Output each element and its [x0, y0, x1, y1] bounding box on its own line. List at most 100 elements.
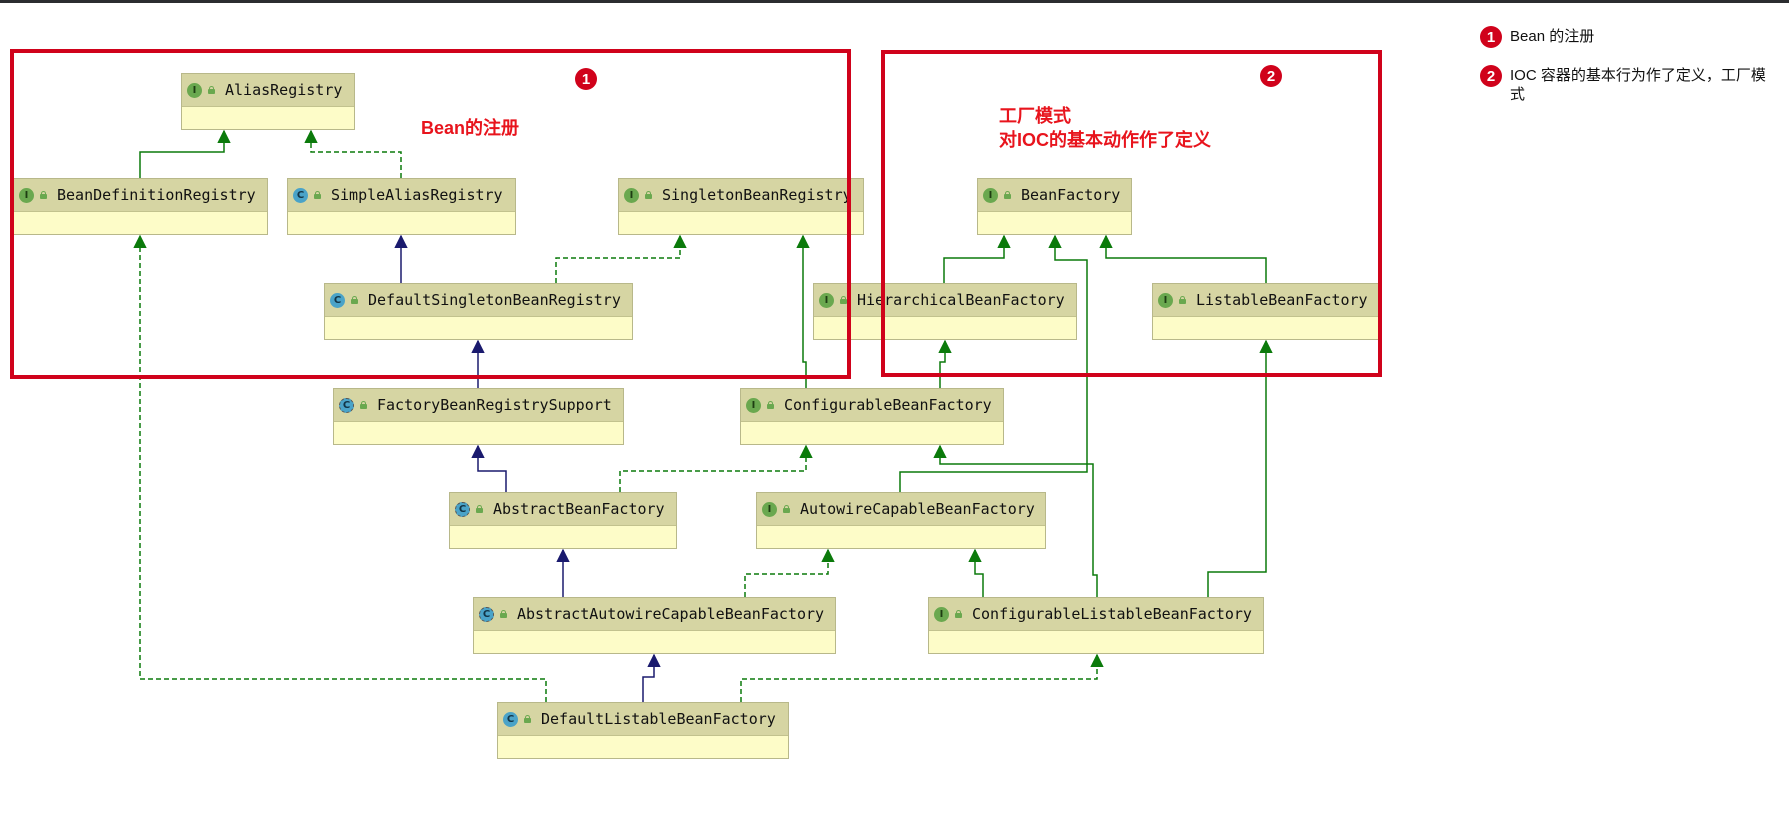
class-node-header: I BeanFactory [978, 179, 1131, 212]
class-node-label: BeanFactory [1021, 186, 1121, 204]
public-visibility-icon [475, 504, 484, 514]
public-visibility-icon [1178, 295, 1187, 305]
public-visibility-icon [782, 504, 791, 514]
class-node-label: DefaultSingletonBeanRegistry [368, 291, 621, 309]
edge-extends-interface [1207, 339, 1273, 597]
class-node-header: I ListableBeanFactory [1153, 284, 1379, 317]
public-visibility-icon [523, 714, 532, 724]
class-node-body [741, 422, 1003, 444]
class-node-body [757, 526, 1045, 548]
interface-icon: I [762, 501, 777, 517]
public-visibility-icon [313, 190, 322, 200]
public-visibility-icon [350, 295, 359, 305]
legend-item-1: 1 Bean 的注册 [1480, 26, 1770, 48]
edge-implements [555, 234, 687, 283]
group-marker-2: 2 [1260, 65, 1282, 87]
group-box-factory-pattern [881, 50, 1382, 377]
class-node-label: AbstractAutowireCapableBeanFactory [517, 605, 825, 623]
class-node-label: SimpleAliasRegistry [331, 186, 503, 204]
class-node-label: DefaultListableBeanFactory [541, 710, 776, 728]
group-marker-1: 1 [575, 68, 597, 90]
class-node[interactable]: I AliasRegistry [181, 73, 355, 130]
class-node[interactable]: C AbstractBeanFactory [449, 492, 677, 549]
class-node-label: AutowireCapableBeanFactory [800, 500, 1035, 518]
legend-text-2: IOC 容器的基本行为作了定义，工厂模式 [1510, 67, 1766, 103]
class-node-label: HierarchicalBeanFactory [857, 291, 1065, 309]
edge-extends-class [471, 444, 507, 492]
class-node-header: I ConfigurableListableBeanFactory [929, 598, 1263, 631]
class-node-header: I BeanDefinitionRegistry [14, 179, 267, 212]
class-node-label: ListableBeanFactory [1196, 291, 1368, 309]
class-node-label: AliasRegistry [225, 81, 343, 99]
public-visibility-icon [359, 400, 368, 410]
annotation-line: Bean的注册 [421, 118, 520, 138]
edge-extends-interface [899, 234, 1088, 492]
class-icon: C [330, 292, 345, 308]
interface-icon: I [934, 606, 949, 622]
edge-layer [133, 129, 1273, 702]
interface-icon: I [187, 82, 202, 98]
class-node-header: C DefaultSingletonBeanRegistry [325, 284, 632, 317]
annotation-line: 工厂模式 [999, 106, 1071, 126]
edge-extends-interface [933, 444, 1098, 597]
class-node-header: I SingletonBeanRegistry [619, 179, 863, 212]
edge-implements [619, 444, 813, 492]
class-node[interactable]: I ListableBeanFactory [1152, 283, 1380, 340]
annotation-bean-registration: Bean的注册 [421, 116, 519, 140]
public-visibility-icon [644, 190, 653, 200]
class-node[interactable]: I BeanFactory [977, 178, 1132, 235]
interface-icon: I [19, 187, 34, 203]
edge-extends-interface [943, 234, 1011, 283]
class-node-label: BeanDefinitionRegistry [57, 186, 256, 204]
edge-implements [740, 653, 1104, 702]
class-node-label: ConfigurableListableBeanFactory [972, 605, 1252, 623]
legend-item-2: 2 IOC 容器的基本行为作了定义，工厂模式 [1480, 65, 1780, 104]
legend-marker-1: 1 [1480, 26, 1502, 48]
interface-icon: I [983, 187, 998, 203]
class-node[interactable]: I AutowireCapableBeanFactory [756, 492, 1046, 549]
class-node[interactable]: C DefaultSingletonBeanRegistry [324, 283, 633, 340]
public-visibility-icon [766, 400, 775, 410]
group-box-bean-registration [10, 49, 851, 379]
abstract-class-icon: C [455, 501, 470, 517]
class-node-label: SingletonBeanRegistry [662, 186, 852, 204]
public-visibility-icon [207, 85, 216, 95]
interface-icon: I [624, 187, 639, 203]
edge-extends-interface [1099, 234, 1267, 283]
edge-implements [133, 234, 547, 702]
edge-extends-interface [139, 129, 231, 178]
public-visibility-icon [39, 190, 48, 200]
legend-marker-2: 2 [1480, 65, 1502, 87]
class-node[interactable]: I ConfigurableListableBeanFactory [928, 597, 1264, 654]
public-visibility-icon [954, 609, 963, 619]
public-visibility-icon [1003, 190, 1012, 200]
class-node[interactable]: I BeanDefinitionRegistry [13, 178, 268, 235]
class-node-label: FactoryBeanRegistrySupport [377, 396, 612, 414]
class-node-header: I AutowireCapableBeanFactory [757, 493, 1045, 526]
legend-text-1: Bean 的注册 [1510, 28, 1595, 45]
interface-icon: I [1158, 292, 1173, 308]
public-visibility-icon [839, 295, 848, 305]
class-node-body [929, 631, 1263, 653]
class-node-header: I AliasRegistry [182, 74, 354, 107]
edge-extends-class [642, 653, 661, 702]
class-node-label: ConfigurableBeanFactory [784, 396, 992, 414]
class-node-body [474, 631, 835, 653]
class-node-label: AbstractBeanFactory [493, 500, 665, 518]
class-node-body [450, 526, 676, 548]
edge-implements [304, 129, 402, 178]
class-node-body [334, 422, 623, 444]
top-bar [0, 0, 1789, 3]
class-node[interactable]: I SingletonBeanRegistry [618, 178, 864, 235]
class-node-header: C AbstractBeanFactory [450, 493, 676, 526]
